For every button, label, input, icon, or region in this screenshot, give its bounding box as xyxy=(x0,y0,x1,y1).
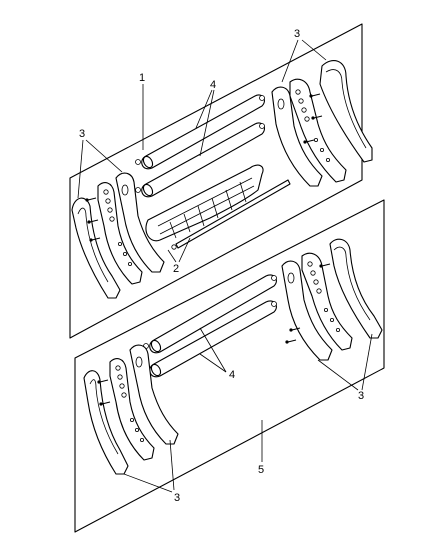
upper-left-bracket-holes xyxy=(103,189,132,266)
upper-tubes xyxy=(135,94,265,198)
callout-2: 2 xyxy=(173,263,179,275)
callout-4-upper: 4 xyxy=(210,79,216,91)
lower-right-curved-panel xyxy=(329,238,383,339)
cage-grid xyxy=(157,177,255,239)
upper-right-screws xyxy=(303,93,323,144)
upper-right-curved-panel xyxy=(319,60,373,163)
callout-3-lower-left: 3 xyxy=(174,492,180,504)
callout-1: 1 xyxy=(139,72,145,84)
callout-labels: 1 3 4 3 2 4 3 5 3 xyxy=(79,28,364,504)
callout-3-lower-right: 3 xyxy=(358,390,364,402)
upper-tube-bottom xyxy=(141,122,265,198)
upper-right-bracket-holes xyxy=(295,89,330,162)
lower-left-curved-panel xyxy=(83,370,129,475)
upper-left-end-cap xyxy=(115,172,165,273)
leader-lines xyxy=(77,39,373,493)
upper-right-hole-bracket xyxy=(289,78,347,183)
lower-left-screws xyxy=(97,379,111,406)
callout-5: 5 xyxy=(258,464,264,476)
upper-tube-top xyxy=(141,94,265,170)
center-rod xyxy=(175,179,291,249)
upper-right-trim-group xyxy=(271,60,373,187)
lower-right-hole-bracket xyxy=(301,252,353,351)
lower-left-trim-group xyxy=(83,344,179,475)
lower-right-bracket-holes xyxy=(307,261,340,332)
lower-right-trim-group xyxy=(281,238,383,361)
callout-3-upper-left: 3 xyxy=(79,128,85,140)
upper-right-end-cap xyxy=(271,86,323,187)
lower-right-screws xyxy=(285,263,331,344)
callout-4-lower: 4 xyxy=(229,369,235,381)
upper-left-screws xyxy=(85,197,101,242)
upper-left-curved-panel xyxy=(71,197,121,299)
lower-left-bracket-holes xyxy=(115,365,144,442)
lower-tube-top xyxy=(149,274,277,354)
cage-body xyxy=(145,164,264,242)
upper-left-trim-group xyxy=(71,172,165,299)
lower-left-end-cap xyxy=(129,344,179,445)
callout-3-top-right: 3 xyxy=(294,28,300,40)
upper-center-cage xyxy=(145,164,291,250)
